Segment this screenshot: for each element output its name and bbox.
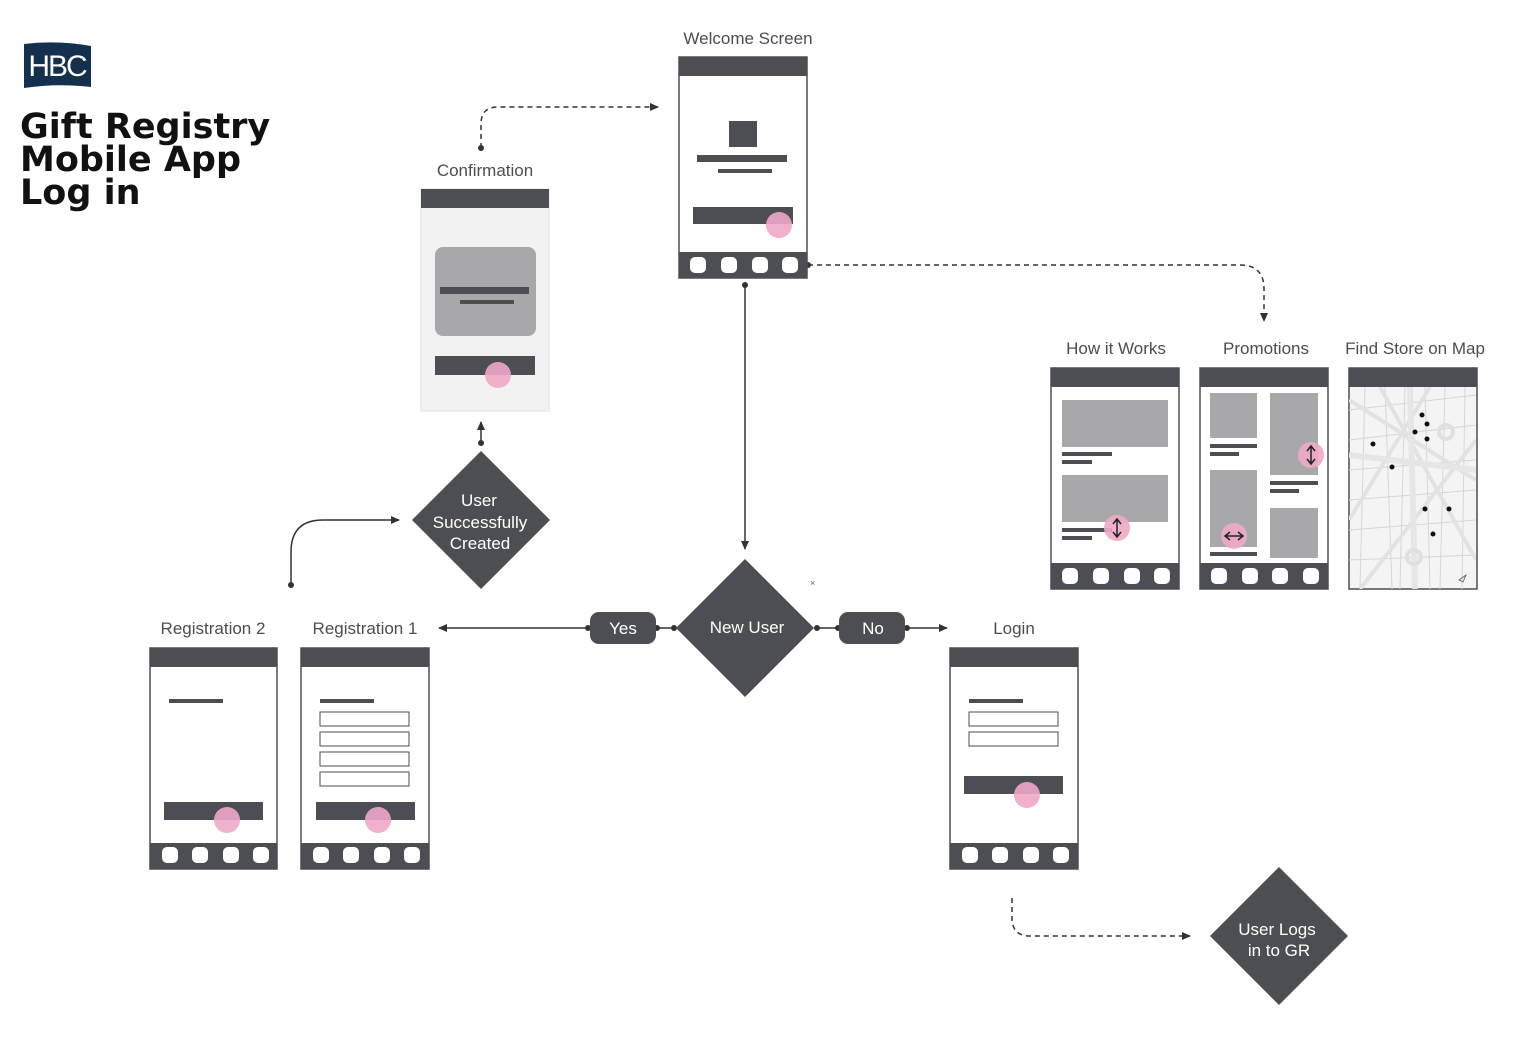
svg-text:New User: New User xyxy=(710,618,785,637)
confirmation-screen-mockup xyxy=(420,188,550,412)
screen-label-registration-1: Registration 1 xyxy=(313,619,418,638)
stray-mark: × xyxy=(810,578,815,588)
connector-dots xyxy=(288,145,910,631)
decision-new-user: New User xyxy=(676,559,814,697)
connector-welcome-info xyxy=(808,264,1268,322)
horizontal-scroll-icon xyxy=(1223,531,1245,541)
how-it-works-screen-mockup xyxy=(1050,367,1180,590)
decision-user-created-line-3: Created xyxy=(450,534,510,553)
decision-user-logs-in: User Logs in to GR xyxy=(1210,867,1348,1005)
promotions-screen-mockup xyxy=(1199,367,1329,590)
decision-user-logs-line-2: in to GR xyxy=(1248,941,1310,960)
connector-login-logs xyxy=(1011,898,1191,940)
connectors xyxy=(290,103,1268,940)
tap-indicator xyxy=(365,807,391,833)
page-title-line-2: Mobile App xyxy=(20,140,241,180)
decision-user-created-line-2: Successfully xyxy=(433,513,528,532)
login-screen-mockup xyxy=(949,647,1079,870)
pill-yes: Yes xyxy=(590,612,656,644)
map-streets xyxy=(1349,387,1476,589)
vertical-scroll-icon xyxy=(1112,517,1122,539)
welcome-screen-mockup xyxy=(678,56,808,279)
connector-registration-created xyxy=(290,516,400,585)
screen-label-registration-2: Registration 2 xyxy=(161,619,266,638)
screen-label-confirmation: Confirmation xyxy=(437,161,533,180)
connector-confirmation-welcome xyxy=(480,103,659,148)
tap-indicator xyxy=(766,212,792,238)
screen-label-welcome: Welcome Screen xyxy=(683,29,812,48)
screen-label-find-store: Find Store on Map xyxy=(1345,339,1485,358)
vertical-scroll-icon xyxy=(1306,444,1316,466)
screen-label-promotions: Promotions xyxy=(1223,339,1309,358)
pill-no: No xyxy=(839,612,905,644)
decision-user-logs-line-1: User Logs xyxy=(1238,920,1315,939)
find-store-map-mockup xyxy=(1348,367,1478,590)
decision-user-created-line-1: User xyxy=(461,491,497,510)
screen-label-login: Login xyxy=(993,619,1035,638)
tap-indicator xyxy=(214,807,240,833)
tap-indicator xyxy=(1014,782,1040,808)
svg-text:No: No xyxy=(862,619,884,638)
screen-label-how-it-works: How it Works xyxy=(1066,339,1166,358)
registration-2-screen-mockup xyxy=(149,647,278,870)
hbc-logo: HBC xyxy=(24,42,91,88)
svg-text:Yes: Yes xyxy=(609,619,637,638)
decision-user-created: User Successfully Created xyxy=(412,451,550,589)
registration-1-screen-mockup xyxy=(300,647,430,870)
page-title-line-1: Gift Registry xyxy=(20,107,270,147)
page-title-line-3: Log in xyxy=(20,173,141,213)
svg-text:HBC: HBC xyxy=(28,50,87,83)
tap-indicator xyxy=(485,362,511,388)
location-arrow-icon xyxy=(1458,573,1467,583)
store-pin-icons xyxy=(1370,412,1452,537)
